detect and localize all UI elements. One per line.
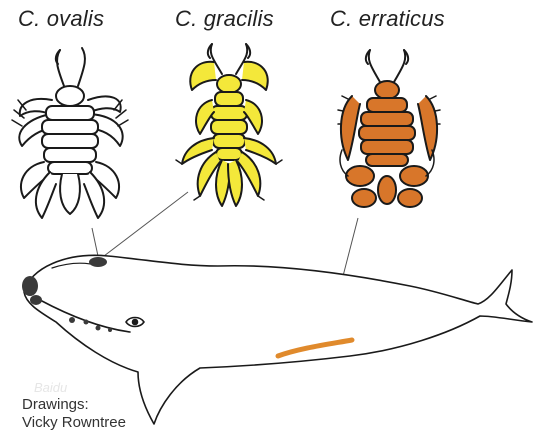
ovalis-drawing bbox=[12, 48, 128, 218]
whale-body bbox=[24, 255, 532, 424]
callosity-chin-2 bbox=[84, 320, 89, 325]
callosity-lip bbox=[30, 295, 42, 305]
callosity-chin-4 bbox=[108, 328, 112, 332]
callosity-chin-1 bbox=[69, 317, 75, 323]
erraticus-drawing bbox=[338, 50, 440, 207]
right-whale-drawing bbox=[24, 255, 532, 424]
connector-gracilis bbox=[104, 192, 188, 256]
gracilis-drawing bbox=[176, 44, 282, 206]
credit-label: Drawings: bbox=[22, 396, 89, 414]
credit-artist: Vicky Rowntree bbox=[22, 414, 126, 432]
callosity-chin-3 bbox=[96, 326, 101, 331]
callosity-bonnet bbox=[22, 276, 38, 296]
watermark: Baidu bbox=[34, 380, 67, 395]
connector-ovalis bbox=[92, 228, 98, 256]
callosity-rostral bbox=[89, 257, 107, 267]
